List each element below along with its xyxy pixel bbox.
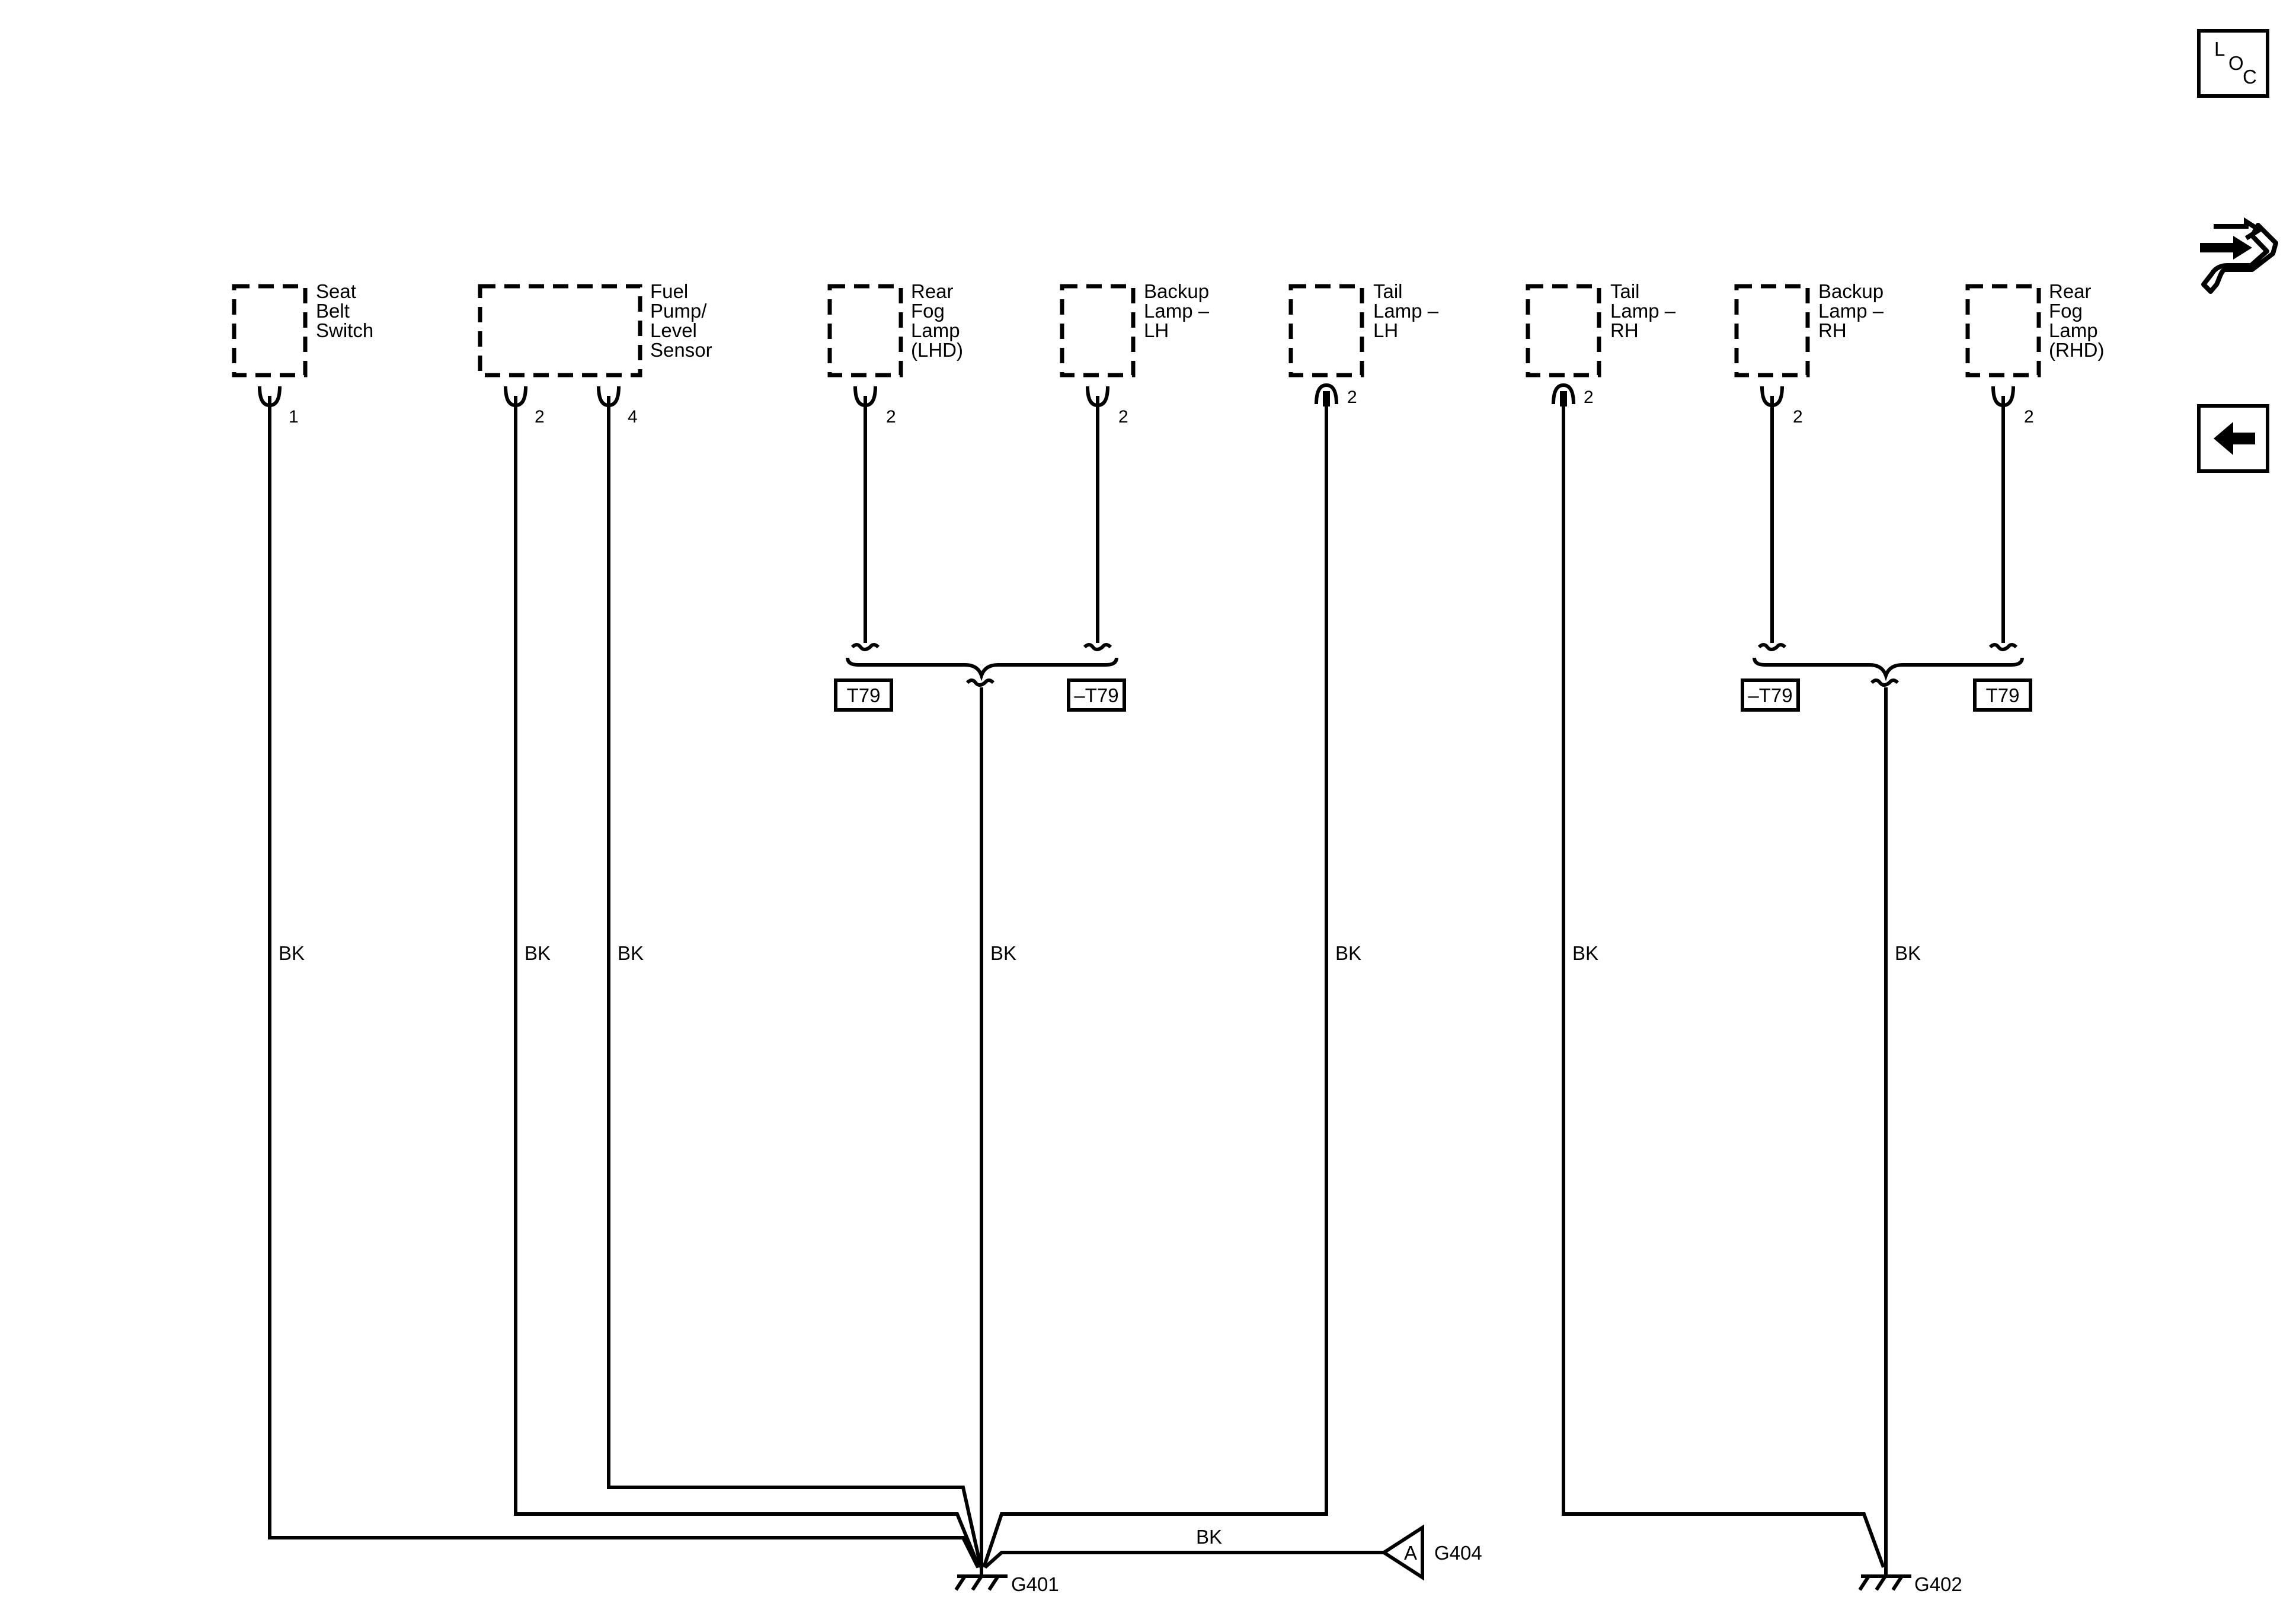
wire-g404-link (984, 1551, 1384, 1569)
ground-label-g404: G404 (1434, 1542, 1482, 1564)
connector-terminal (1552, 383, 1575, 406)
wire-fuel-pump-pin2-ground (514, 405, 981, 1569)
component-label-line: LH (1373, 319, 1398, 341)
component-label-line: Seat (316, 280, 356, 302)
connector-view-button[interactable] (2200, 217, 2278, 294)
component-rear-fog-lamp-lhd: Rear Fog Lamp (LHD) (827, 280, 963, 377)
component-label-line: Fuel (650, 280, 688, 302)
option-brace-left (846, 643, 1118, 687)
option-tag-t79-right: T79 (1973, 678, 2032, 712)
pin-number: 2 (886, 407, 896, 427)
svg-text:O: O (2228, 52, 2244, 74)
location-button[interactable]: L O C (2197, 29, 2269, 98)
connector-wrench-icon (2200, 217, 2278, 294)
location-icon: L O C (2214, 38, 2257, 88)
component-label-line: Rear (2049, 280, 2092, 302)
ground-label-g401: G401 (1011, 1573, 1059, 1595)
connector-terminal (258, 386, 282, 408)
svg-text:–T79: –T79 (1074, 684, 1118, 706)
pin-number: 2 (535, 407, 545, 427)
connector-terminal (1760, 386, 1784, 408)
pin-number: 2 (2024, 407, 2034, 427)
component-label-line: Tail (1373, 280, 1403, 302)
ground-reference-g404[interactable]: A (1380, 1524, 1424, 1581)
component-rear-fog-lamp-rhd: Rear Fog Lamp (RHD) (1965, 280, 2104, 377)
component-label-line: LH (1144, 319, 1169, 341)
pin-number: 1 (289, 407, 299, 427)
component-seat-belt-switch: Seat Belt Switch (232, 280, 373, 377)
svg-text:L: L (2214, 38, 2225, 60)
component-label-line: Lamp – (1373, 300, 1439, 322)
wire-tail-lamp-lh-ground (982, 406, 1328, 1568)
wire-tail-lamp-rh-ground (1562, 406, 1885, 1569)
connector-terminal (853, 386, 877, 408)
component-label-line: Lamp – (1818, 300, 1884, 322)
pin-number: 2 (1793, 407, 1803, 427)
component-label-line: Rear (911, 280, 954, 302)
component-label-line: RH (1610, 319, 1639, 341)
component-backup-lamp-rh: Backup Lamp – RH (1734, 280, 1884, 377)
connector-terminal (597, 386, 621, 408)
component-label-line: Lamp (911, 319, 960, 341)
connector-terminal (1315, 383, 1338, 406)
wire-fuel-pump-pin4-ground (607, 405, 983, 1568)
svg-text:–T79: –T79 (1748, 684, 1792, 706)
component-label-line: Fog (911, 300, 945, 322)
component-label-line: (LHD) (911, 339, 963, 361)
wire-color-label: BK (990, 942, 1016, 964)
back-arrow-icon (2214, 422, 2255, 455)
component-label-line: Belt (316, 300, 350, 322)
wire-color-label: BK (618, 942, 644, 964)
wire-seat-belt-ground (268, 405, 980, 1569)
wire-color-label: BK (1335, 942, 1361, 964)
pin-number: 4 (628, 407, 638, 427)
component-label-line: Sensor (650, 339, 712, 361)
component-label-line: Lamp – (1144, 300, 1210, 322)
option-tag-t79-left: T79 (834, 678, 893, 712)
connector-terminal (504, 386, 527, 408)
ground-reference-letter: A (1404, 1542, 1417, 1564)
option-tag-not-t79-right: –T79 (1741, 678, 1800, 712)
component-label-line: Pump/ (650, 300, 707, 322)
component-backup-lamp-lh: Backup Lamp – LH (1060, 280, 1210, 377)
component-label-line: Lamp – (1610, 300, 1676, 322)
ground-symbol-g402 (1858, 1567, 1911, 1591)
component-fuel-pump-level-sensor: Fuel Pump/ Level Sensor (478, 280, 712, 377)
pin-number: 2 (1584, 388, 1594, 407)
component-tail-lamp-rh: Tail Lamp – RH (1526, 280, 1676, 377)
wire-color-label: BK (1572, 942, 1598, 964)
back-button[interactable] (2197, 404, 2269, 473)
component-label-line: RH (1818, 319, 1847, 341)
svg-text:T79: T79 (847, 684, 881, 706)
svg-text:C: C (2243, 66, 2257, 88)
component-label-line: Level (650, 319, 697, 341)
pin-number: 2 (1347, 388, 1357, 407)
ground-symbol-g401 (954, 1567, 1008, 1591)
svg-text:T79: T79 (1986, 684, 2020, 706)
wire-color-label: BK (1895, 942, 1921, 964)
component-label-line: Switch (316, 319, 373, 341)
wire-color-label: BK (279, 942, 305, 964)
option-tag-not-t79-left: –T79 (1067, 678, 1126, 712)
component-label-line: (RHD) (2049, 339, 2104, 361)
option-brace-right (1753, 643, 2024, 687)
connector-terminal (1991, 386, 2015, 408)
pin-number: 2 (1118, 407, 1128, 427)
component-label-line: Fog (2049, 300, 2083, 322)
component-label-line: Backup (1818, 280, 1884, 302)
component-label-line: Backup (1144, 280, 1209, 302)
component-tail-lamp-lh: Tail Lamp – LH (1288, 280, 1439, 377)
wire-color-label: BK (1196, 1526, 1222, 1548)
ground-label-g402: G402 (1914, 1573, 1962, 1595)
component-label-line: Lamp (2049, 319, 2098, 341)
wire-color-label: BK (525, 942, 551, 964)
connector-terminal (1086, 386, 1109, 408)
component-label-line: Tail (1610, 280, 1640, 302)
